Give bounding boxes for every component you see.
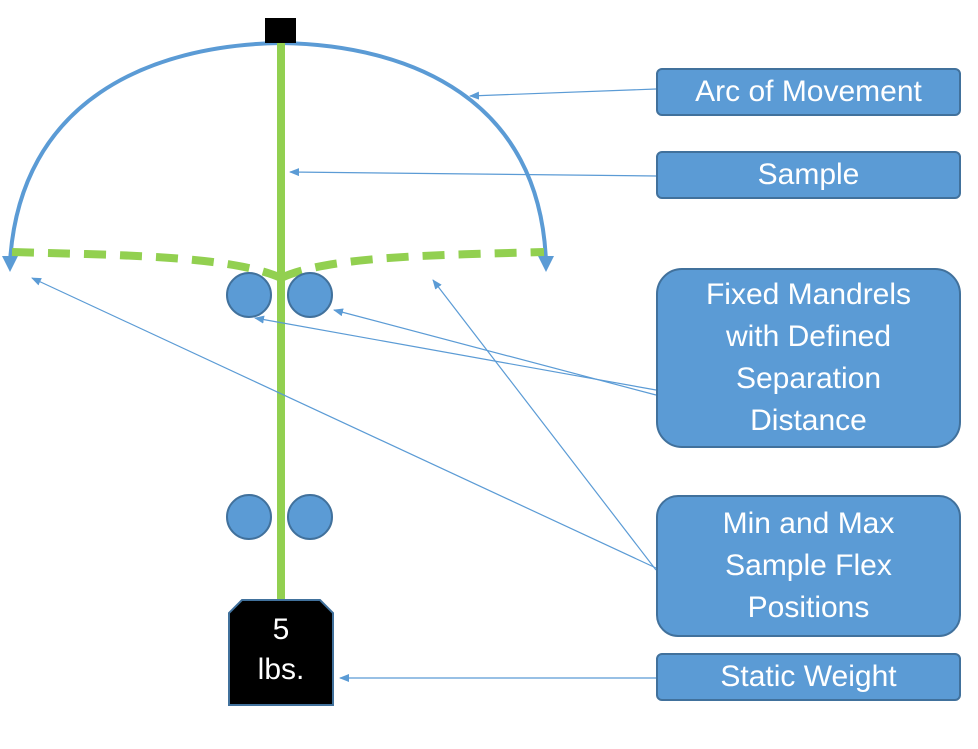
weight-label: 5 lbs. (257, 613, 305, 686)
flex-position-left (11, 248, 283, 282)
flex-position-right (279, 248, 545, 282)
static-weight-block (228, 599, 334, 706)
leader-flex-left (31, 277, 657, 569)
leader-mandrel-right (333, 308, 657, 396)
mandrel-lower-left (226, 494, 272, 540)
leader-sample (289, 168, 657, 177)
leader-mandrel-left (254, 315, 657, 391)
mandrel-upper-left (226, 272, 272, 318)
mandrel-upper-right (287, 272, 333, 318)
callout-sample: Sample (656, 151, 961, 199)
callout-fixed-mandrels-text: Fixed Mandrels with Defined Separation D… (705, 278, 912, 437)
mandrel-lower-right (287, 494, 333, 540)
leader-arc (469, 88, 657, 100)
leader-flex-right (432, 279, 657, 571)
top-clamp (265, 18, 296, 43)
callout-fixed-mandrels: Fixed Mandrels with Defined Separation D… (656, 268, 961, 448)
callout-flex-positions: Min and Max Sample Flex Positions (656, 495, 961, 637)
arc-left-arrowhead (2, 256, 18, 272)
callout-static-weight: Static Weight (656, 653, 961, 701)
callout-static-weight-text: Static Weight (720, 660, 897, 693)
callout-flex-positions-text: Min and Max Sample Flex Positions (722, 507, 895, 624)
callout-arc-of-movement: Arc of Movement (656, 68, 961, 116)
callout-sample-text: Sample (757, 158, 860, 191)
callout-arc-of-movement-text: Arc of Movement (695, 75, 922, 108)
arc-right-arrowhead (538, 256, 554, 272)
